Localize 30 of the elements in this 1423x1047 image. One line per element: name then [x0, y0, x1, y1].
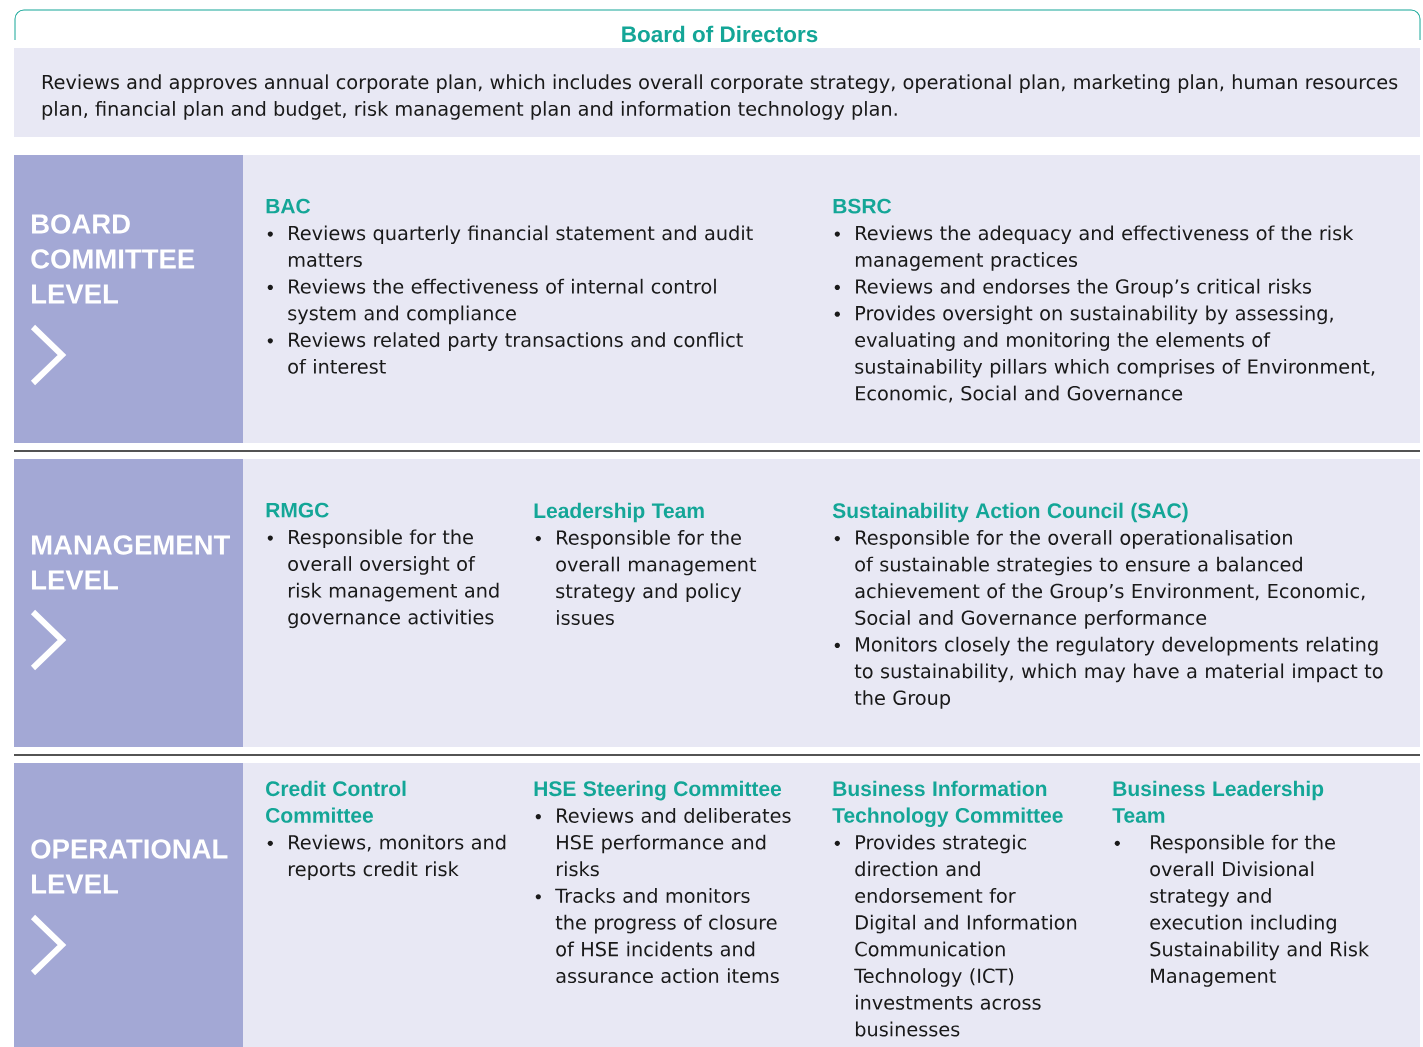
committee-heading: HSE Steering Committee: [534, 780, 782, 801]
bullet-item: Provides strategic direction and endorsement for Digital and Information Communication Technology (ICT) investments across businesses: [834, 834, 1077, 1037]
bullet-item: Provides oversight on sustainability by assessing, evaluating and monitoring the elements of sustainability pillars which comprises of Environment, Economic, Social and Governance: [834, 305, 1375, 403]
committee-heading: Leadership Team: [534, 502, 704, 523]
committee-heading: Business Information Technology Committee: [832, 780, 1063, 828]
level-box: OPERATIONAL LEVEL: [14, 763, 243, 1047]
committee-heading: BSRC: [833, 198, 892, 214]
board-box: [14, 9, 1421, 137]
bullet-item: Responsible for the overall Divisional strategy and execution including Sustainability and Risk Management: [1114, 834, 1370, 987]
bullet-item: Reviews, monitors and reports credit risk: [267, 834, 506, 881]
board-heading: Board of Directors: [622, 25, 818, 43]
committee-heading: Business Leadership Team: [1112, 780, 1324, 823]
bullet-item: Monitors closely the regulatory developments relating to sustainability, which may have a material impact to the Group: [834, 636, 1383, 709]
bullet-item: Reviews related party transactions and conflict of interest: [267, 332, 743, 374]
committee-heading: Credit Control Committee: [266, 780, 406, 823]
bullet-item: Responsible for the overall operationalisation of sustainable strategies to ensure a balanced achievement of the Group’s Environment, Economic, Social and Governance performance: [834, 529, 1365, 629]
committee-heading: RMGC: [266, 502, 329, 518]
level-box: BOARD COMMITTEE LEVEL: [14, 155, 243, 443]
bullet-item: Responsible for the overall management strategy and policy issues: [535, 529, 757, 625]
level-box: MANAGEMENT LEVEL: [14, 459, 243, 747]
committee-heading: Sustainability Action Council (SAC): [832, 502, 1188, 523]
bullet-item: Responsible for the overall oversight of risk management and governance activities: [267, 529, 499, 629]
committee-heading: BAC: [266, 198, 311, 214]
bullet-item: Reviews the effectiveness of internal control system and compliance: [267, 278, 716, 325]
bullet-item: Reviews and endorses the Group’s critical risks: [834, 278, 1312, 298]
bullet-item: Reviews and deliberates HSE performance and risks: [535, 807, 791, 877]
bullet-item: Reviews quarterly financial statement and audit matters: [267, 225, 753, 268]
description: Reviews and approves annual corporate plan, which includes overall corporate strategy, operational plan, marketing plan, human resources plan, financial plan and budget, risk management plan and information technology plan.: [42, 74, 1398, 120]
bullet-item: Tracks and monitors the progress of closure of HSE incidents and assurance action items: [535, 888, 779, 984]
bullet-item: Reviews the adequacy and effectiveness of the risk management practices: [834, 225, 1354, 271]
